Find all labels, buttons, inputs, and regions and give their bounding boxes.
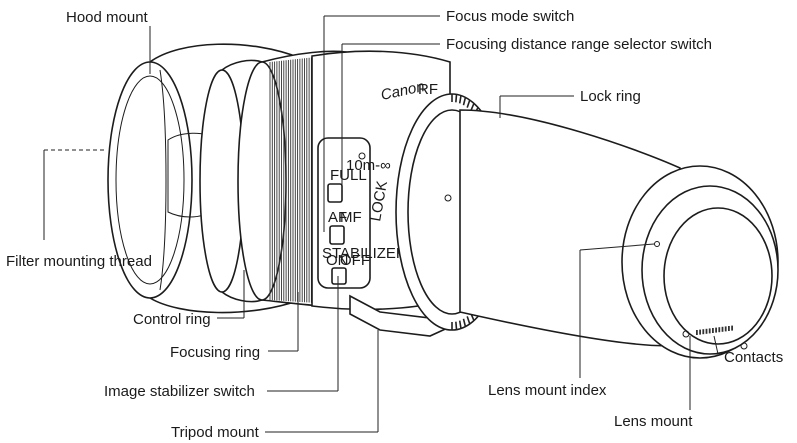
contact-pin xyxy=(715,327,717,333)
contact-pin xyxy=(718,327,721,333)
contact-pin xyxy=(708,328,711,334)
lock-ring-tooth xyxy=(458,95,462,104)
stabilizer-marking: STABILIZER xyxy=(322,245,407,262)
contact-pin xyxy=(699,329,701,335)
rear-mount xyxy=(641,185,779,355)
rear-cap xyxy=(663,207,773,345)
model-marking: RF xyxy=(418,81,438,98)
lens-mount-index-label: Lens mount index xyxy=(488,382,607,399)
focus-mode-switch-label: Focus mode switch xyxy=(446,8,574,25)
lock-ring-tooth xyxy=(455,321,458,330)
contact-pin xyxy=(705,328,708,334)
lens-illustration: FULL 10m-∞ AF MF STABILIZER ON OFF Canon… xyxy=(107,43,779,359)
lens-mount-index-icon xyxy=(654,241,660,247)
contact-pin xyxy=(728,326,730,331)
mount-screw-icon xyxy=(740,342,748,350)
callout-labels: Hood mount Filter mounting thread Contro… xyxy=(6,8,783,441)
lock-ring-tooth xyxy=(458,320,462,329)
range-limit-marking: 10m-∞ xyxy=(346,157,391,174)
focusing-distance-range-selector-toggle[interactable] xyxy=(327,183,343,203)
contact-pin xyxy=(731,325,733,331)
switch-panel xyxy=(317,137,371,289)
hood-mount-label: Hood mount xyxy=(66,9,149,26)
stabilizer-off-marking: OFF xyxy=(340,252,370,269)
control-ring-label: Control ring xyxy=(133,311,211,328)
lens-mount-label: Lens mount xyxy=(614,413,693,430)
focus-mf-marking: MF xyxy=(340,209,362,226)
contact-pin xyxy=(702,329,705,335)
lock-marking: LOCK xyxy=(367,180,391,223)
range-full-marking: FULL xyxy=(330,167,367,184)
image-stabilizer-toggle[interactable] xyxy=(331,267,347,285)
contact-pin xyxy=(696,330,698,335)
focusing-ring-label: Focusing ring xyxy=(170,344,260,361)
contacts-label: Contacts xyxy=(724,349,783,366)
lock-ring-label: Lock ring xyxy=(580,88,641,105)
contact-pin xyxy=(712,328,714,333)
mount-screw-icon xyxy=(682,330,690,338)
focus-af-marking: AF xyxy=(328,209,347,226)
lock-ring-tooth xyxy=(466,316,471,325)
focusing-distance-range-selector-switch-label: Focusing distance range selector switch xyxy=(446,36,712,53)
contact-pin xyxy=(724,326,727,332)
lens-mount-index-leader-d xyxy=(579,243,655,251)
filter-mounting-thread-label: Filter mounting thread xyxy=(6,253,152,270)
lock-ring-tooth xyxy=(462,97,467,106)
panel-dot-icon xyxy=(358,152,366,160)
lock-ring-tooth xyxy=(455,94,458,103)
lock-ring-tooth xyxy=(462,318,467,327)
contact-pin xyxy=(721,326,724,332)
stabilizer-on-marking: ON xyxy=(326,252,349,269)
lock-ring-tooth xyxy=(466,99,471,108)
contacts-leader xyxy=(713,335,719,355)
focus-mode-toggle[interactable] xyxy=(329,225,345,245)
lock-ring-mark-icon xyxy=(444,194,452,202)
leader-lines xyxy=(43,15,719,433)
tripod-mount-label: Tripod mount xyxy=(171,424,260,441)
contacts-pins xyxy=(696,325,733,335)
image-stabilizer-switch-label: Image stabilizer switch xyxy=(104,383,255,400)
